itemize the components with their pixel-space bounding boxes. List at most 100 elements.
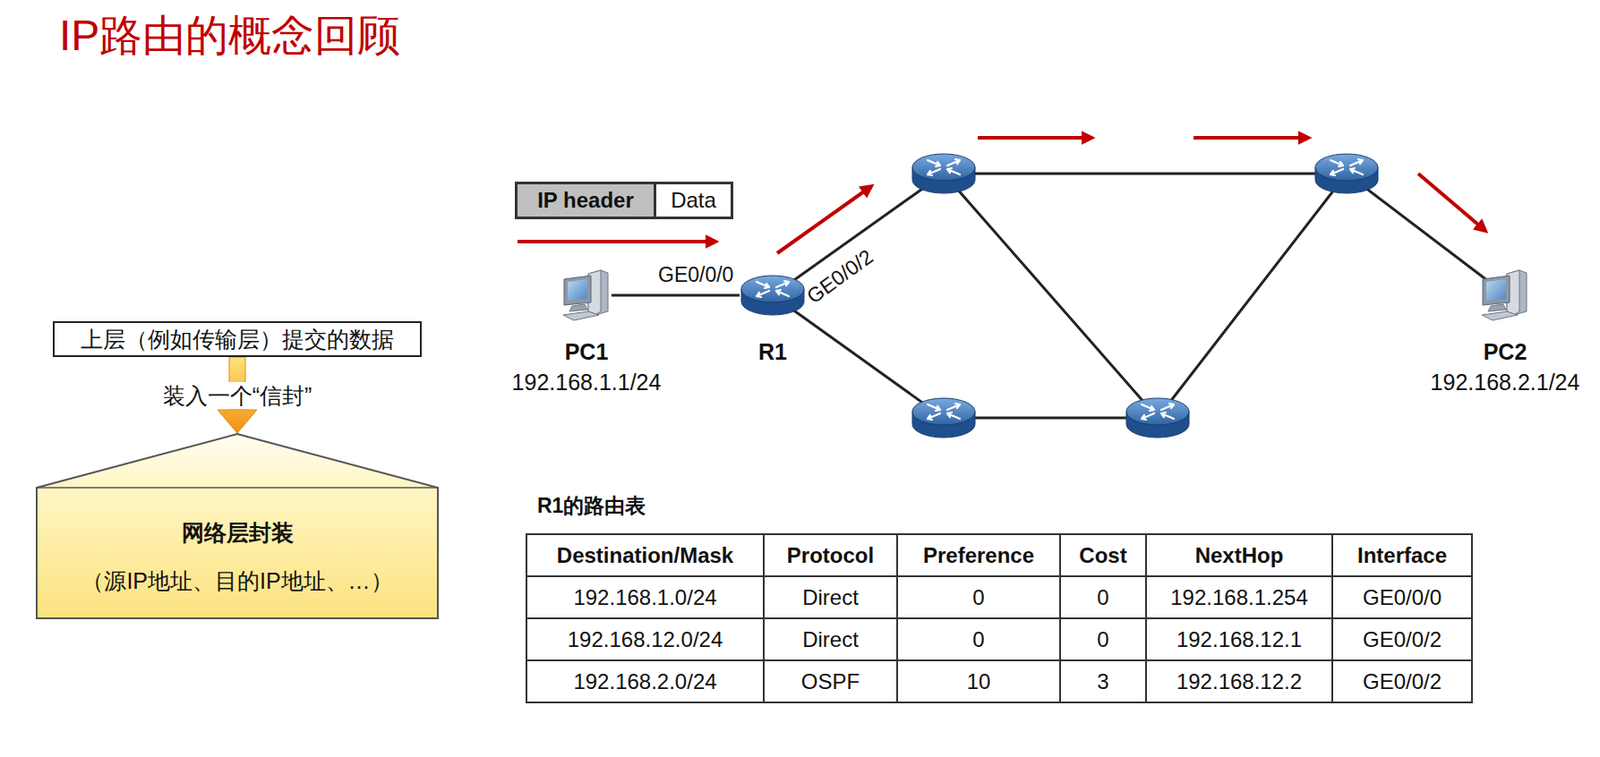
block-body: （源IP地址、目的IP地址、…）	[81, 567, 393, 595]
table-value: 192.168.1.0/24	[573, 585, 717, 610]
table-value: Direct	[802, 585, 859, 610]
pc-icon	[561, 268, 612, 323]
table-cell: 192.168.1.0/24	[526, 576, 764, 619]
table-cell: Direct	[763, 618, 898, 661]
flow-arrow	[517, 239, 715, 244]
packet-box: IP headerData	[514, 181, 734, 220]
table-row: 192.168.12.0/24 Direct 0 0 192.168.12.1 GE0/0…	[526, 618, 1472, 661]
box-text: 上层（例如传输层）提交的数据	[80, 325, 394, 355]
router-icon	[912, 398, 976, 438]
table-value: 0	[972, 627, 984, 652]
table-value: GE0/0/0	[1362, 585, 1442, 610]
table-header: Cost	[1078, 543, 1127, 568]
flow-arrow	[777, 187, 871, 254]
pc-icon	[563, 270, 608, 321]
table-value: 0	[972, 585, 984, 610]
table-cell: 0	[897, 576, 1061, 619]
table-cell: Direct	[763, 576, 898, 619]
data-cell: Data	[656, 184, 731, 217]
router-icon	[912, 154, 976, 194]
router-icon	[1315, 154, 1378, 194]
table-cell: 10	[897, 660, 1061, 703]
header-cell: IP header	[517, 184, 657, 217]
table-cell: GE0/0/2	[1332, 660, 1472, 703]
table-body: Destination/Mask Protocol Preference Cost Ne…	[526, 534, 1472, 703]
table-row: Destination/Mask Protocol Preference Cost Ne…	[526, 534, 1472, 577]
table-cell: Protocol	[763, 534, 898, 577]
interface-label: GE0/0/0	[658, 263, 734, 288]
house-divider	[36, 487, 438, 489]
ip-address: 192.168.1.1/24	[512, 368, 662, 396]
table-value: GE0/0/2	[1362, 669, 1442, 694]
table-header: Preference	[923, 543, 1035, 568]
table-cell: GE0/0/2	[1332, 618, 1472, 661]
table-header: Destination/Mask	[556, 543, 734, 568]
router-icon	[739, 271, 806, 320]
table-value: 192.168.12.1	[1176, 627, 1302, 652]
pc-node: PC2192.168.2.1/24	[1480, 268, 1531, 323]
table-row: 192.168.2.0/24 OSPF 10 3 192.168.12.2 GE0/0/2	[526, 660, 1472, 703]
table-cell: 192.168.12.1	[1146, 618, 1333, 661]
table-value: 0	[1096, 627, 1109, 652]
table-value: 192.168.12.2	[1176, 669, 1302, 694]
table-value: 10	[966, 669, 992, 694]
pc-node: PC1192.168.1.1/24	[561, 268, 612, 323]
table-cell: OSPF	[763, 660, 898, 703]
table-value: Direct	[802, 627, 859, 652]
edge-label: 装入一个“信封”	[159, 382, 317, 410]
table-cell: 192.168.1.254	[1146, 576, 1333, 619]
encapsulation-block: 网络层封装 （源IP地址、目的IP地址、…）	[35, 433, 439, 620]
table-header: Protocol	[787, 543, 874, 568]
table-cell: Interface	[1332, 534, 1472, 577]
block-heading: 网络层封装	[181, 519, 294, 547]
link-line	[943, 417, 1158, 420]
router-icon	[1126, 398, 1190, 438]
flow-arrow	[977, 136, 1091, 140]
router-node: R1	[739, 271, 806, 320]
table-value: 0	[1096, 585, 1109, 610]
table-header: NextHop	[1195, 543, 1284, 568]
network-links	[772, 173, 1489, 419]
link-line	[943, 172, 1347, 176]
table-value: OSPF	[801, 669, 860, 694]
pc-icon	[1480, 268, 1531, 323]
link-line	[943, 173, 1158, 419]
house-shape	[36, 434, 438, 619]
table-cell: 192.168.12.0/24	[526, 618, 764, 661]
table-cell: GE0/0/0	[1332, 576, 1472, 619]
table-cell: Preference	[897, 534, 1061, 577]
table-header: Interface	[1357, 543, 1447, 568]
flow-arrows	[517, 137, 1485, 254]
table-value: 192.168.1.254	[1170, 585, 1308, 610]
table-cell: 192.168.12.2	[1146, 660, 1333, 703]
table-caption: R1的路由表	[537, 494, 646, 519]
table-cell: Cost	[1060, 534, 1147, 577]
table-cell: 0	[1060, 618, 1147, 661]
link-line	[772, 295, 944, 419]
link-line	[611, 294, 740, 298]
table-row: 192.168.1.0/24 Direct 0 0 192.168.1.254 GE0/0…	[526, 576, 1472, 619]
table-cell: 192.168.2.0/24	[526, 660, 764, 703]
table-cell: 0	[897, 618, 1061, 661]
interface-label: GE0/0/2	[802, 245, 878, 309]
data-box: 上层（例如传输层）提交的数据	[52, 321, 422, 358]
table-cell: 0	[1060, 576, 1147, 619]
table-cell: Destination/Mask	[526, 534, 764, 577]
page-title: IP路由的概念回顾	[59, 10, 401, 61]
table-cell: NextHop	[1146, 534, 1333, 577]
flow-arrow	[1418, 173, 1485, 231]
device-name: PC1	[564, 338, 609, 366]
pc-icon	[1481, 270, 1527, 321]
flow-arrow	[1193, 136, 1308, 140]
table-value: GE0/0/2	[1362, 627, 1442, 652]
table-value: 3	[1096, 669, 1109, 694]
link-line	[1157, 173, 1347, 419]
routing-table: Destination/Mask Protocol Preference Cost Ne…	[525, 533, 1473, 704]
device-name: PC2	[1483, 338, 1528, 366]
table-value: 192.168.12.0/24	[567, 627, 724, 652]
table-cell: 3	[1060, 660, 1147, 703]
ip-address: 192.168.2.1/24	[1430, 368, 1581, 396]
router-icon	[741, 275, 805, 316]
table-value: 192.168.2.0/24	[573, 669, 717, 694]
